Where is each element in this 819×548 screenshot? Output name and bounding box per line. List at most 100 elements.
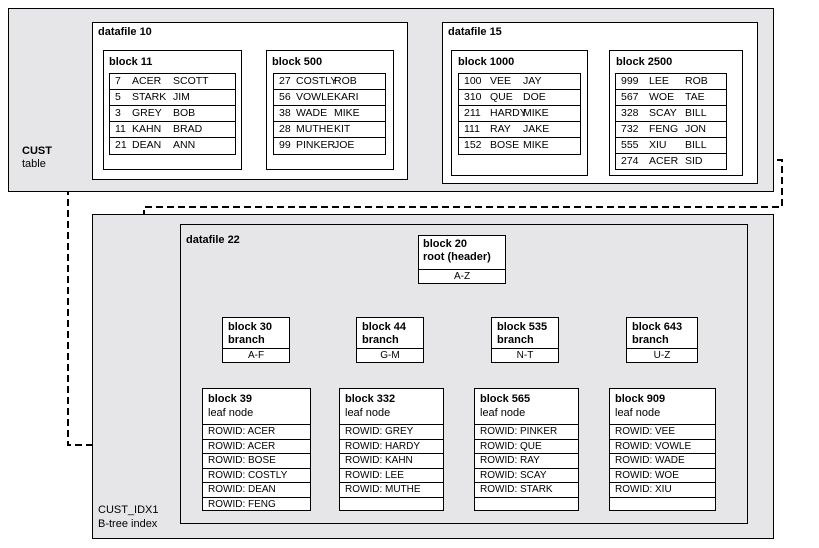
leaf-row: ROWID: GREY bbox=[340, 425, 443, 440]
datafile-22 bbox=[180, 224, 748, 524]
branch-block-line2: branch bbox=[362, 334, 399, 346]
leaf-row bbox=[340, 498, 443, 513]
row-id: 274 bbox=[621, 155, 639, 167]
leaf-row bbox=[610, 498, 715, 513]
row-last-name: WOE bbox=[649, 91, 675, 103]
leaf-block-line1: block 39 bbox=[208, 393, 253, 405]
cust-table-label-line1: CUST bbox=[22, 145, 52, 157]
row-last-name: DEAN bbox=[132, 139, 162, 151]
row-last-name: FENG bbox=[649, 123, 679, 135]
row-last-name: WADE bbox=[296, 107, 328, 119]
table-row: 3 GREY BOB bbox=[110, 106, 235, 122]
row-last-name: HARDY bbox=[490, 107, 527, 119]
row-last-name: PINKER bbox=[296, 139, 336, 151]
row-last-name: LEE bbox=[649, 75, 669, 87]
leaf-row: ROWID: WOE bbox=[610, 469, 715, 483]
row-id: 56 bbox=[279, 91, 291, 103]
row-id: 310 bbox=[464, 91, 482, 103]
leaf-row: ROWID: PINKER bbox=[475, 425, 578, 440]
row-last-name: VOWLE bbox=[296, 91, 334, 103]
row-id: 567 bbox=[621, 91, 639, 103]
row-id: 111 bbox=[464, 123, 480, 135]
row-first-name: SCOTT bbox=[173, 75, 209, 87]
leaf-block-line2: leaf node bbox=[615, 407, 661, 419]
row-id: 7 bbox=[115, 75, 121, 87]
row-first-name: MIKE bbox=[523, 107, 549, 119]
leaf-block-line1: block 565 bbox=[480, 393, 531, 405]
row-last-name: RAY bbox=[490, 123, 511, 135]
row-id: 100 bbox=[464, 75, 482, 87]
row-first-name: JOE bbox=[334, 139, 355, 151]
row-first-name: ROB bbox=[334, 75, 357, 87]
row-id: 732 bbox=[621, 123, 639, 135]
root-block-line1: block 20 bbox=[423, 238, 468, 250]
cust-table-label: CUST table bbox=[22, 145, 52, 171]
leaf-block-line2: leaf node bbox=[208, 407, 254, 419]
leaf-row: ROWID: SCAY bbox=[475, 469, 578, 483]
row-last-name: ACER bbox=[649, 155, 679, 167]
leaf-row: ROWID: VOWLE bbox=[610, 440, 715, 454]
leaf-row: ROWID: HARDY bbox=[340, 440, 443, 454]
root-block: block 20 root (header) A-Z bbox=[418, 235, 506, 284]
branch-block-range: N-T bbox=[492, 348, 558, 363]
leaf-row: ROWID: XIU bbox=[610, 483, 715, 498]
branch-block-line1: block 535 bbox=[497, 321, 548, 333]
branch-block-line1: block 643 bbox=[632, 321, 683, 333]
row-last-name: BOSE bbox=[490, 139, 520, 151]
row-id: 3 bbox=[115, 107, 121, 119]
datafile-22-label: datafile 22 bbox=[186, 234, 240, 246]
block-11-label: block 11 bbox=[109, 56, 153, 68]
row-id: 38 bbox=[279, 107, 291, 119]
row-id: 211 bbox=[464, 107, 481, 119]
row-first-name: KARI bbox=[334, 91, 359, 103]
row-first-name: ANN bbox=[173, 139, 196, 151]
row-id: 152 bbox=[464, 139, 482, 151]
row-id: 27 bbox=[279, 75, 291, 87]
row-last-name: KAHN bbox=[132, 123, 162, 135]
leaf-block-line2: leaf node bbox=[345, 407, 391, 419]
row-first-name: BOB bbox=[173, 107, 196, 119]
branch-block-line1: block 30 bbox=[228, 321, 273, 333]
datafile-15-label: datafile 15 bbox=[448, 26, 502, 38]
leaf-row: ROWID: FENG bbox=[208, 498, 276, 510]
leaf-row: ROWID: BOSE bbox=[203, 454, 310, 469]
row-last-name: GREY bbox=[132, 107, 162, 119]
row-last-name: COSTLY bbox=[296, 75, 338, 87]
branch-block-line2: branch bbox=[497, 334, 534, 346]
row-first-name: JAKE bbox=[523, 123, 550, 135]
block-500-label: block 500 bbox=[272, 56, 323, 68]
branch-block-line2: branch bbox=[632, 334, 669, 346]
row-first-name: BILL bbox=[685, 107, 707, 119]
leaf-row: ROWID: WADE bbox=[610, 454, 715, 469]
root-block-range: A-Z bbox=[419, 269, 505, 284]
branch-block-line1: block 44 bbox=[362, 321, 407, 333]
root-block-line2: root (header) bbox=[423, 251, 491, 263]
